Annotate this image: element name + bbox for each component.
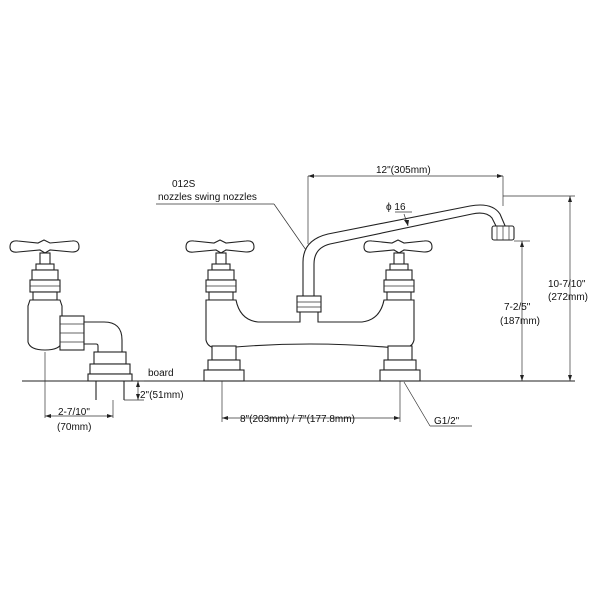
dim-total-height-mm: (272mm) [548, 292, 588, 303]
front-dimensions: 12"(305mm) ϕ 16 10-7/10" (272mm) 7-2/5" … [221, 165, 588, 427]
dim-side-inch: 2-7/10" [58, 407, 90, 418]
board-label: board [148, 368, 174, 379]
model-number: 012S [172, 179, 196, 190]
front-view-faucet [185, 204, 515, 382]
model-callout: 012S nozzles swing nozzles [156, 179, 307, 251]
dim-side-mm: (70mm) [57, 422, 91, 433]
thread-label: G1/2" [434, 416, 460, 427]
nozzle-description: nozzles swing nozzles [158, 192, 257, 203]
dim-width: 12"(305mm) [376, 165, 431, 176]
dim-spout-height-mm: (187mm) [500, 316, 540, 327]
diameter-label: ϕ 16 [386, 202, 406, 213]
side-view-faucet [9, 239, 133, 400]
left-handle [185, 239, 255, 254]
dim-total-height-inch: 10-7/10" [548, 279, 586, 290]
side-handle [9, 239, 80, 254]
right-handle [363, 239, 433, 254]
dim-spout-height-inch: 7-2/5" [504, 302, 531, 313]
dim-deck: 2"(51mm) [140, 390, 184, 401]
side-dimensions: 2-7/10" (70mm) 2"(51mm) [44, 352, 184, 433]
dim-centers: 8"(203mm) / 7"(177.8mm) [240, 414, 355, 425]
